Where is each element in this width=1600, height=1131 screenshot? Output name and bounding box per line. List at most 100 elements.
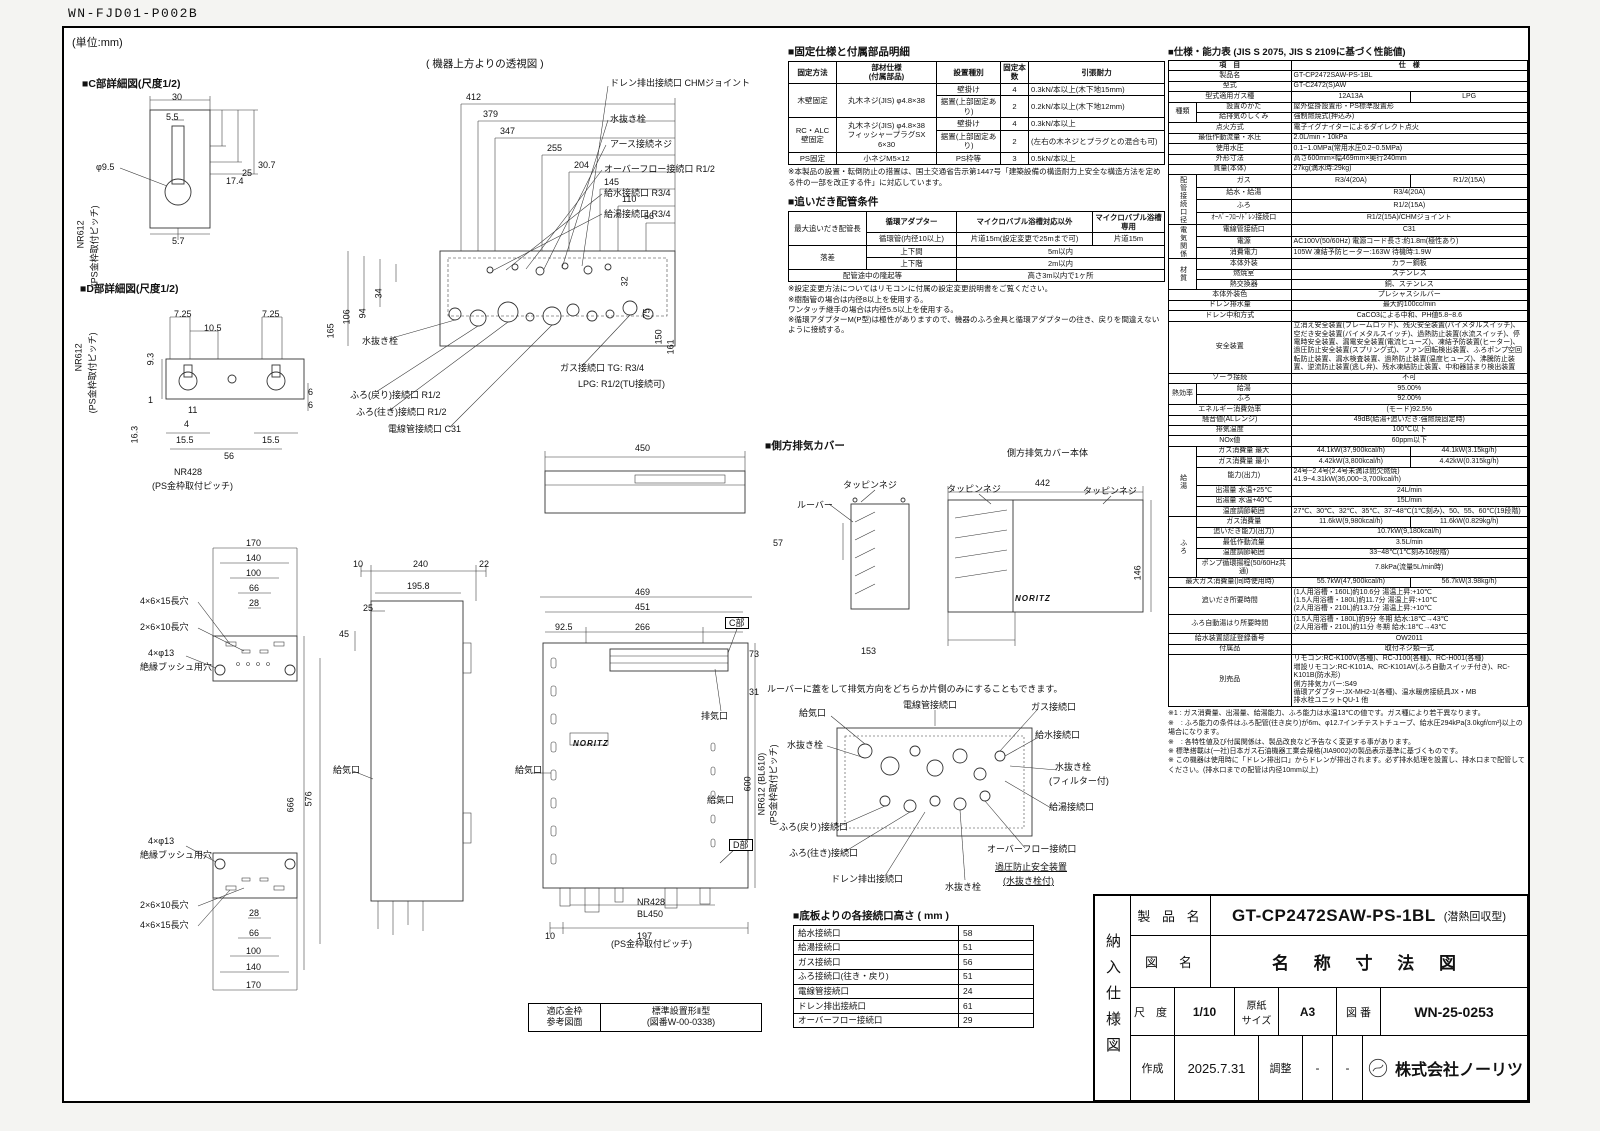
drawing-label: 2×6×10長穴 (140, 622, 189, 632)
table-cell: 上下階 (866, 256, 957, 271)
drawing-label: 266 (635, 622, 651, 632)
table-cell: 種類 (1168, 101, 1197, 124)
drawing-label: 56 (224, 451, 235, 461)
table-cell: 電線管接続口 (1195, 224, 1292, 237)
table-cell: 95.00% (1290, 383, 1529, 395)
table-cell: 強制燃焼式(押込み) (1290, 111, 1529, 124)
table-cell: 24号~2.4号(2.4号未満は間欠燃焼) 41.9~4.31kW(36,000… (1290, 466, 1529, 487)
table-row: 別売品リモコン:RC-K100V(各種)、RC-J100(各種)、RC-H001… (1168, 653, 1529, 708)
table-cell: 49dB(給湯+追いだき:強燃焼固定時) (1290, 414, 1529, 426)
drawing-label: タッピンネジ (947, 484, 1001, 494)
reheat-title: ■追いだき配管条件 (788, 195, 879, 208)
drawing-label: 電線管接続口 C31 (388, 424, 462, 434)
side-exhaust-lines (828, 486, 1152, 646)
drawing-label: 4×φ13 (148, 836, 175, 846)
drawing-label: 170 (246, 538, 262, 548)
delivery-spec-side-label: 納入仕様図 (1095, 896, 1131, 1100)
drawing-label: 15.5 (176, 435, 194, 445)
drawing-label: 28 (249, 908, 260, 918)
drawing-label: 1 (148, 395, 154, 405)
table-cell: PS枠等 (936, 151, 1001, 166)
table-row: 給排気のしくみ強制燃焼式(押込み) (1169, 111, 1529, 124)
table-cell: 15L/min (1290, 495, 1529, 508)
table-cell: 仕 様 (1290, 59, 1529, 72)
drawing-label: 絶縁ブッシュ用穴 (140, 662, 213, 672)
table-cell: 適応金枠 参考図面 (528, 1003, 601, 1032)
table-cell: 製品名 (1168, 70, 1292, 82)
drawing-label: 水抜き栓 (787, 740, 824, 750)
drawing-label: 11 (188, 405, 198, 415)
drawing-label: 16.3 (129, 425, 140, 444)
drawing-label: 442 (1035, 478, 1051, 488)
table-cell: 給湯 (1195, 383, 1292, 395)
drawing-label: 666 (285, 797, 296, 813)
drawing-label: 600 (742, 776, 753, 792)
table-cell: 高さ3m以内で1ヶ所 (956, 269, 1165, 283)
drawing-label: 56 (644, 211, 655, 221)
table-cell: 壁掛け (936, 117, 1001, 131)
note-line: ※ : ふろ能力の条件はふろ配管(往き戻り)が6m、φ12.7インチテストチュー… (1168, 719, 1523, 737)
table-cell: LPG (1410, 91, 1528, 103)
drawing-label: 7.25 (174, 309, 192, 319)
note-line: ※設定変更方法についてはリモコンに付属の設定変更説明書をご覧ください。 (788, 284, 1053, 294)
table-cell: カラー鋼板 (1290, 258, 1529, 270)
table-cell: ガス消費量 (1195, 516, 1292, 528)
table-cell: (1.5人用浴槽・180L)約9分 冬期 給水:18℃→43℃ (2人用浴槽・2… (1290, 614, 1529, 635)
table-cell: 温度調節範囲 (1195, 547, 1292, 560)
table-cell: 本体外装 (1195, 258, 1292, 270)
table-cell: GT-CP2472SAW-PS-1BL (1290, 70, 1529, 82)
drawing-label: 92.5 (555, 622, 573, 632)
table-cell: 56 (958, 954, 1034, 970)
drawing-label: 451 (635, 602, 651, 612)
table-cell: 2 (1000, 129, 1029, 153)
table-cell: 配管途中の隆起等 (788, 269, 957, 283)
table-cell: 給湯接続口 (793, 939, 959, 956)
table-cell: ふろ (1168, 516, 1197, 578)
table-row: RC・ALC 壁固定丸木ネジ(JIS) φ4.8×38 フィッシャープラグSX … (788, 117, 1165, 153)
table-cell: 騒音値(ALレンジ) (1168, 414, 1292, 426)
drawing-label: 450 (635, 443, 651, 453)
product-name-label: 製 品 名 (1131, 896, 1211, 935)
scale-label: 尺 度 (1131, 988, 1175, 1035)
drawing-label: 給気口 (799, 708, 827, 718)
note-line: ※樹脂管の場合は内径8以上を使用する。 ワンタッチ継手の場合は内径5.5以上を使… (788, 294, 959, 314)
table-cell: ガス消費量 最大 (1195, 445, 1292, 458)
table-cell: 5m以内 (956, 244, 1165, 258)
drawing-label: 165 (325, 323, 336, 339)
table-cell: 不可 (1290, 372, 1529, 385)
table-cell: 最低作動流量 (1195, 537, 1292, 549)
table-row: ふろ自動湯はり所要時間(1.5人用浴槽・180L)約9分 冬期 給水:18℃→4… (1168, 614, 1529, 635)
reheat-notes: ※設定変更方法についてはリモコンに付属の設定変更説明書をご覧ください。※樹脂管の… (788, 284, 1166, 335)
drawing-label: φ9.5 (96, 162, 115, 172)
table-cell: 立消え安全装置(フレームロッド)、残火安全装置(バイメタルスイッチ)、空だき安全… (1290, 320, 1529, 374)
note-line: ※ 標準搭載は(一社)日本ガス石油機器工業会規格(JIA9002)の製品表示基準… (1168, 748, 1463, 756)
drawing-label: 100 (246, 568, 262, 578)
table-row: 点火方式電子イグナイターによるダイレクト点火 (1168, 122, 1529, 134)
table-cell: 55.7kW(47,900kcal/h) (1290, 576, 1412, 589)
table-cell: 4.42kW(0.315kg/h) (1410, 456, 1528, 468)
table-cell: 12A13A (1290, 91, 1412, 103)
table-cell: AC100V(50/60Hz) 電源コード長さ:約1.8m(極性あり) (1290, 235, 1529, 248)
drawing-label: 146 (1132, 565, 1143, 581)
table-cell: 0.2kN/本以上(木下地12mm) (1028, 95, 1165, 119)
drawing-label: オーバーフロー接続口 (987, 844, 1077, 854)
table-cell: 電気関係 (1168, 224, 1197, 260)
drawing-label: 28 (249, 598, 260, 608)
drawing-label: 66 (249, 928, 260, 938)
noritz-logo-icon (1368, 1058, 1388, 1078)
table-cell: C31 (1290, 224, 1529, 237)
frame-reference-table: 適応金枠 参考図面標準設置形Ⅱ型 (図番W-00-0338) (528, 1003, 762, 1032)
table-cell: R1/2(15A) (1290, 199, 1529, 213)
fixing-spec-section: ■固定仕様と付属部品明細 固定方法部材仕様 (付属部品)設置種別固定本数引張耐力… (788, 44, 1166, 336)
